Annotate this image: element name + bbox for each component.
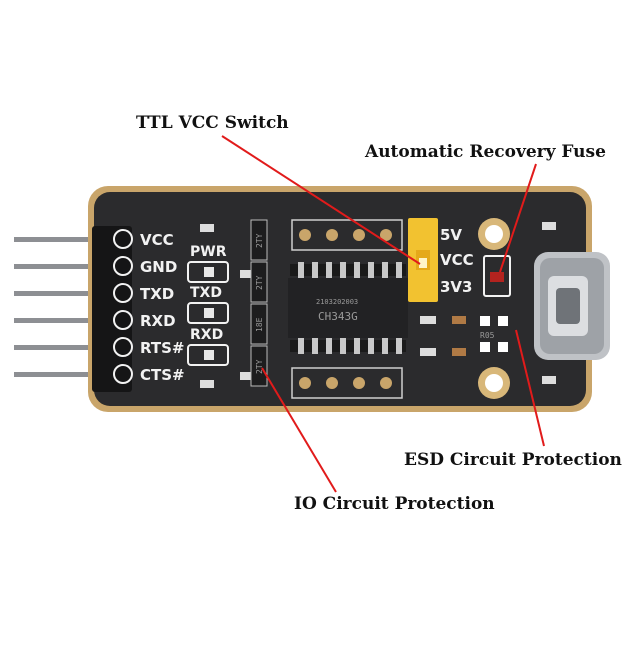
switch-label-5v: 5V	[440, 226, 462, 244]
pin-label-gnd: GND	[140, 258, 177, 276]
smd-parts	[200, 222, 556, 388]
led-label-txd: TXD	[190, 285, 222, 301]
resistor-label-4: 2TY	[255, 359, 264, 374]
pin-label-cts: CTS#	[140, 366, 185, 384]
chip-date-code: 2103202003	[316, 298, 358, 306]
header-pins	[14, 237, 98, 377]
callout-lines	[221, 135, 545, 493]
resistor-label-1: 2TY	[255, 233, 264, 248]
ch343g-chip	[288, 262, 408, 354]
led-label-rxd: RXD	[190, 327, 223, 343]
callout-io-protection: IO Circuit Protection	[294, 494, 495, 514]
resistor-arrays	[250, 219, 268, 387]
usb-c-connector	[534, 252, 610, 360]
pin-outlines	[113, 229, 133, 384]
pin-label-vcc: VCC	[140, 231, 174, 249]
part-label: R05	[480, 331, 495, 340]
esd-diodes	[480, 316, 508, 352]
fuse	[483, 255, 511, 297]
resistor-label-3: 18E	[255, 317, 264, 332]
pin-label-txd: TXD	[140, 285, 174, 303]
pin-label-rxd: RXD	[140, 312, 176, 330]
led-label-pwr: PWR	[190, 244, 227, 260]
vcc-switch	[408, 218, 438, 302]
switch-label-vcc: VCC	[440, 251, 474, 269]
callout-ttl-vcc-switch: TTL VCC Switch	[136, 113, 289, 133]
callout-esd-protection: ESD Circuit Protection	[404, 450, 622, 470]
pin-label-rts: RTS#	[140, 339, 184, 357]
header-block	[92, 226, 132, 392]
chip-marking: CH343G	[318, 310, 358, 323]
resistor-label-2: 2TY	[255, 275, 264, 290]
through-holes	[291, 219, 403, 399]
switch-label-3v3: 3V3	[440, 278, 472, 296]
leds	[187, 261, 229, 366]
mounting-holes	[478, 218, 510, 399]
callout-recovery-fuse: Automatic Recovery Fuse	[365, 142, 606, 162]
